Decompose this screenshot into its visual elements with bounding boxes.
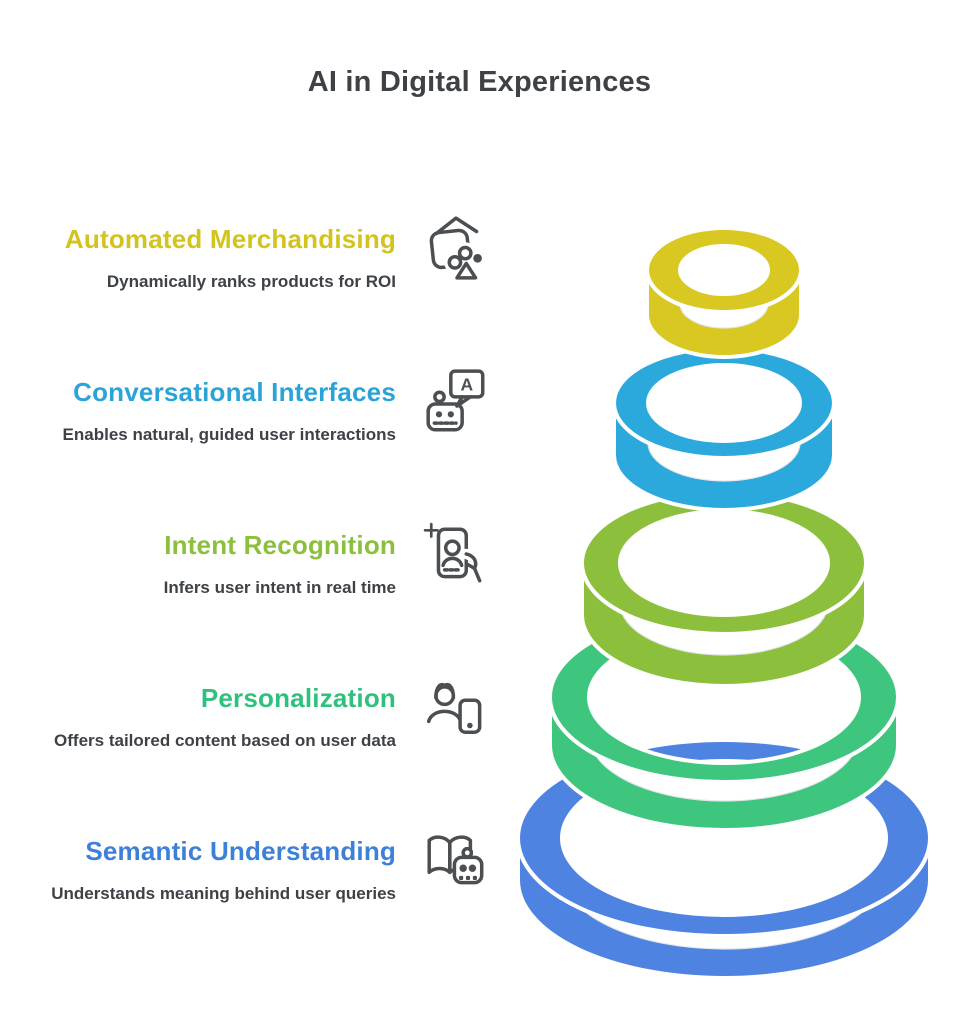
feature-text: Personalization Offers tailored content … (0, 683, 396, 751)
feature-description: Enables natural, guided user interaction… (62, 425, 396, 444)
feature-title: Personalization (200, 683, 396, 713)
pyramid-ring-5 (515, 738, 933, 980)
pyramid-ring-2 (611, 346, 837, 512)
feature-row-semantic-understanding: Semantic Understanding Understands meani… (0, 835, 500, 904)
pyramid-ring-1 (644, 226, 804, 359)
feature-title: Conversational Interfaces (73, 377, 396, 407)
feature-title: Automated Merchandising (64, 224, 396, 254)
feature-text: Automated Merchandising Dynamically rank… (0, 224, 396, 292)
feature-description: Offers tailored content based on user da… (54, 731, 396, 750)
feature-row-conversational-interfaces: Conversational Interfaces Enables natura… (0, 369, 500, 445)
shopping-basket-icon (422, 214, 492, 284)
feature-text: Conversational Interfaces Enables natura… (0, 377, 396, 445)
pyramid-ring-3 (579, 490, 869, 688)
bubble-letter: A (460, 375, 473, 395)
feature-row-personalization: Personalization Offers tailored content … (0, 682, 500, 751)
feature-text: Intent Recognition Infers user intent in… (0, 530, 396, 598)
robot-chat-icon: A (422, 367, 492, 437)
feature-description: Infers user intent in real time (163, 578, 396, 597)
person-device-icon (422, 673, 492, 743)
feature-row-automated-merchandising: Automated Merchandising Dynamically rank… (0, 216, 500, 292)
feature-description: Dynamically ranks products for ROI (106, 272, 396, 291)
feature-title: Semantic Understanding (85, 836, 396, 866)
feature-text: Semantic Understanding Understands meani… (0, 836, 396, 904)
book-robot-icon (422, 826, 492, 896)
feature-title: Intent Recognition (164, 530, 396, 560)
feature-description: Understands meaning behind user queries (51, 884, 396, 903)
intent-phone-icon (422, 520, 492, 590)
feature-row-intent-recognition: Intent Recognition Infers user intent in… (0, 522, 500, 598)
page-title: AI in Digital Experiences (307, 66, 652, 98)
